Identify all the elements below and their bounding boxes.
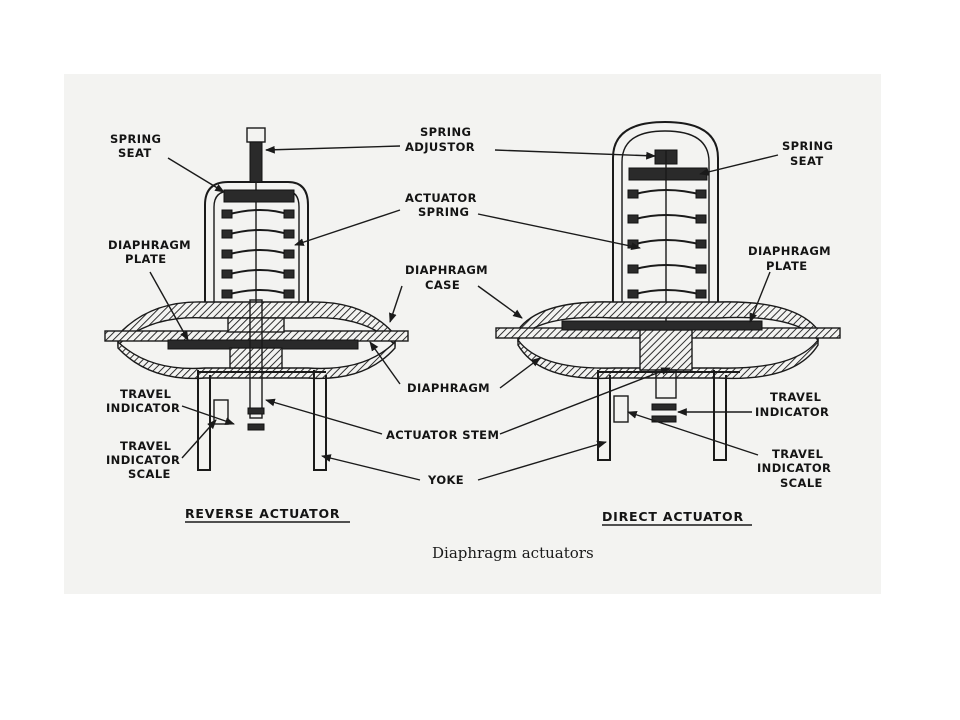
reverse-actuator-drawing xyxy=(104,127,409,471)
reverse-spring-seat-label-1: SPRING xyxy=(110,132,161,146)
reverse-spring-coils xyxy=(221,209,295,299)
shared-labels: SPRING ADJUSTOR ACTUATOR SPRING DIAPHRAG… xyxy=(386,125,499,487)
direct-spring-seat-label-2: SEAT xyxy=(790,154,824,168)
direct-spring-coils xyxy=(627,189,707,299)
reverse-travel-indicator-label-2: INDICATOR xyxy=(106,401,180,415)
leader-lines xyxy=(149,145,779,481)
reverse-labels: SPRING SEAT DIAPHRAGM PLATE TRAVEL INDIC… xyxy=(106,132,191,481)
direct-actuator-drawing xyxy=(495,120,841,461)
direct-scale-label-2: INDICATOR xyxy=(757,461,831,475)
direct-labels: SPRING SEAT DIAPHRAGM PLATE TRAVEL INDIC… xyxy=(748,139,833,490)
reverse-scale-label-1: TRAVEL xyxy=(120,439,172,453)
direct-scale-label-3: SCALE xyxy=(780,476,823,490)
direct-diaphragm-plate-label-1: DIAPHRAGM xyxy=(748,244,831,258)
figure-caption: Diaphragm actuators xyxy=(432,544,594,562)
reverse-scale-label-2: INDICATOR xyxy=(106,453,180,467)
direct-travel-indicator-label-1: TRAVEL xyxy=(770,390,822,404)
reverse-scale-label-3: SCALE xyxy=(128,467,171,481)
actuator-spring-label-1: ACTUATOR xyxy=(405,191,477,205)
reverse-actuator-title: REVERSE ACTUATOR xyxy=(185,506,340,521)
yoke-label: YOKE xyxy=(427,473,464,487)
direct-travel-indicator-label-2: INDICATOR xyxy=(755,405,829,419)
direct-scale-label-1: TRAVEL xyxy=(772,447,824,461)
direct-actuator-title: DIRECT ACTUATOR xyxy=(602,509,744,524)
reverse-diaphragm-plate-label-2: PLATE xyxy=(125,252,166,266)
reverse-diaphragm-plate-label-1: DIAPHRAGM xyxy=(108,238,191,252)
spring-adjustor-label-1: SPRING xyxy=(420,125,471,139)
diaphragm-label: DIAPHRAGM xyxy=(407,381,490,395)
actuator-stem-label: ACTUATOR STEM xyxy=(386,428,499,442)
diaphragm-case-label-1: DIAPHRAGM xyxy=(405,263,488,277)
reverse-spring-seat-label-2: SEAT xyxy=(118,146,152,160)
diaphragm-case-label-2: CASE xyxy=(425,278,460,292)
actuator-spring-label-2: SPRING xyxy=(418,205,469,219)
reverse-travel-indicator-label-1: TRAVEL xyxy=(120,387,172,401)
spring-adjustor-label-2: ADJUSTOR xyxy=(405,140,475,154)
direct-diaphragm-plate-label-2: PLATE xyxy=(766,259,807,273)
direct-spring-seat-label-1: SPRING xyxy=(782,139,833,153)
